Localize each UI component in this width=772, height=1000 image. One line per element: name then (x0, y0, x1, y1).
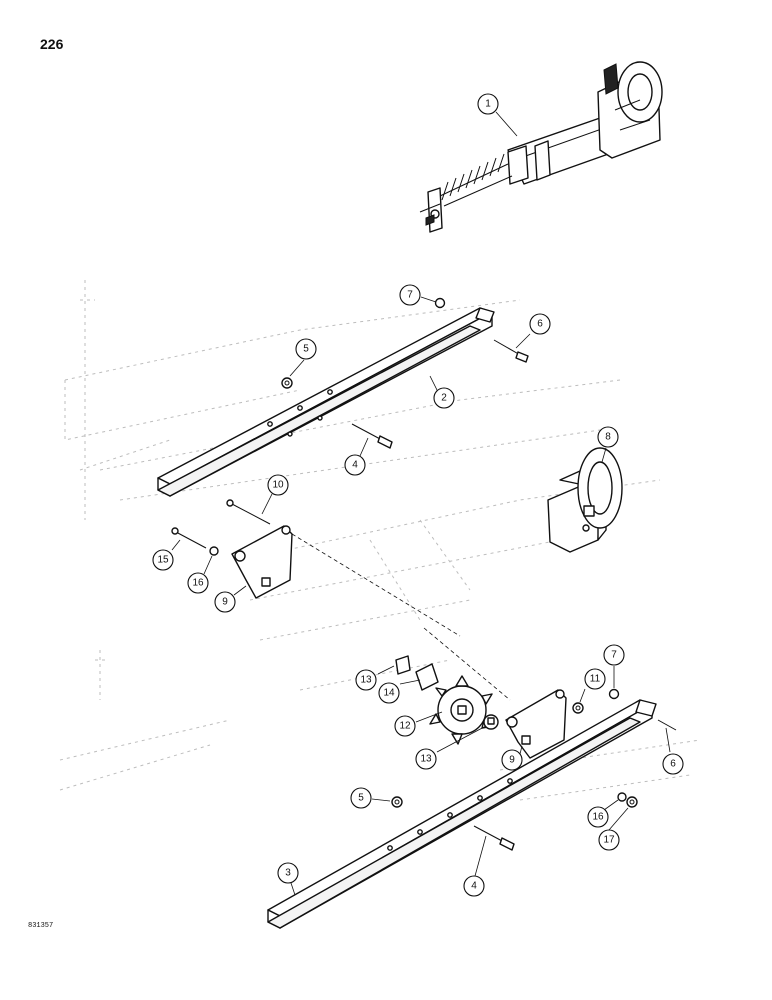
callout-13-lower-label: 13 (420, 754, 432, 765)
leader-lines (171, 111, 671, 896)
callout-4-upper: 4 (344, 454, 366, 476)
upper-channel-rail (157, 307, 495, 497)
callout-1-label: 1 (485, 99, 491, 110)
callout-6-lower-label: 6 (670, 759, 676, 770)
callout-11: 11 (584, 668, 606, 690)
callout-15: 15 (152, 549, 174, 571)
callout-8-label: 8 (605, 432, 611, 443)
callout-4-upper-label: 4 (352, 460, 358, 471)
callout-5-lower-label: 5 (358, 793, 364, 804)
callout-9-upper: 9 (214, 591, 236, 613)
callout-14-label: 14 (383, 688, 395, 699)
mounting-bracket-upper (231, 525, 293, 599)
callout-16-upper-label: 16 (192, 578, 204, 589)
callout-11-label: 11 (590, 674, 601, 685)
callout-17: 17 (598, 829, 620, 851)
callout-10-label: 10 (272, 480, 284, 491)
callout-2: 2 (433, 387, 455, 409)
callout-2-label: 2 (441, 393, 447, 404)
callout-7-upper: 7 (399, 284, 421, 306)
callout-10: 10 (267, 474, 289, 496)
callout-16-upper: 16 (187, 572, 209, 594)
sprocket-assembly (395, 655, 499, 745)
callout-7-upper-label: 7 (407, 290, 413, 301)
callout-5-lower: 5 (350, 787, 372, 809)
idler-pulley-block (547, 447, 623, 553)
callout-3-label: 3 (285, 868, 291, 879)
callout-6-upper-label: 6 (537, 319, 543, 330)
callout-16-lower: 16 (587, 806, 609, 828)
callout-5-upper-label: 5 (303, 344, 309, 355)
callout-15-label: 15 (157, 555, 169, 566)
callout-12: 12 (394, 715, 416, 737)
callout-6-upper: 6 (529, 313, 551, 335)
callout-7-lower: 7 (603, 644, 625, 666)
spring-tensioner-assembly (419, 61, 663, 233)
callout-14: 14 (378, 682, 400, 704)
mounting-bracket-lower (505, 689, 567, 759)
callout-8: 8 (597, 426, 619, 448)
callout-9-lower-label: 9 (509, 755, 515, 766)
callout-13-upper: 13 (355, 669, 377, 691)
callout-9-upper-label: 9 (222, 597, 228, 608)
fasteners (171, 297, 677, 851)
page-number: 226 (40, 36, 64, 52)
callout-7-lower-label: 7 (611, 650, 617, 661)
callout-3: 3 (277, 862, 299, 884)
callout-16-lower-label: 16 (592, 812, 604, 823)
callout-4-lower-label: 4 (471, 881, 477, 892)
callout-17-label: 17 (603, 835, 615, 846)
callout-5-upper: 5 (295, 338, 317, 360)
callout-9-lower: 9 (501, 749, 523, 771)
callout-12-label: 12 (399, 721, 411, 732)
figure-code: 831357 (28, 922, 54, 930)
callout-4-lower: 4 (463, 875, 485, 897)
callout-1: 1 (477, 93, 499, 115)
callout-13-upper-label: 13 (360, 675, 372, 686)
callout-13-lower: 13 (415, 748, 437, 770)
callout-6-lower: 6 (662, 753, 684, 775)
lower-channel-rail (267, 699, 657, 929)
